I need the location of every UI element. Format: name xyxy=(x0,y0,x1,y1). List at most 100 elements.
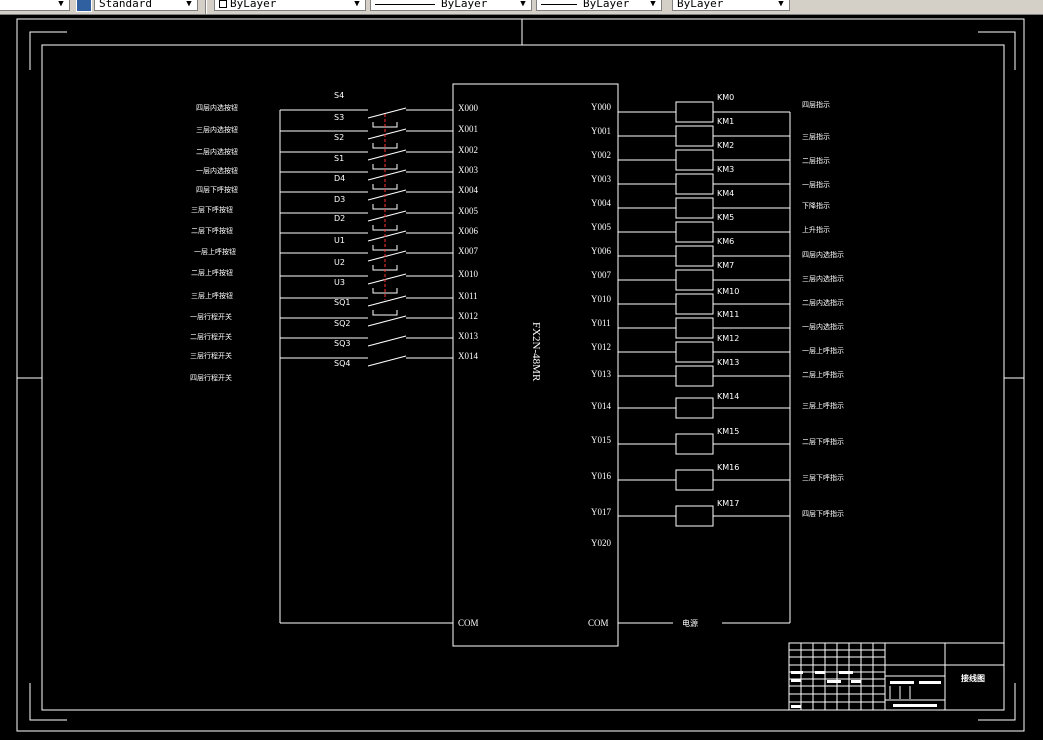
relay-label: KM0 xyxy=(717,93,734,102)
properties-toolbar: ▼ Standard ▼ ByLayer ▼ ByLayer ▼ ByLayer… xyxy=(0,0,1043,15)
plc-output-terminal: Y003 xyxy=(591,174,611,184)
relay-coil xyxy=(675,149,714,171)
output-description: 四层内选指示 xyxy=(802,250,844,259)
output-description: 二层上呼指示 xyxy=(802,370,844,379)
relay-coil xyxy=(675,245,714,267)
relay-label: KM2 xyxy=(717,141,734,150)
output-description: 二层指示 xyxy=(802,156,830,165)
plc-output-terminal: Y004 xyxy=(591,198,611,208)
switch-label: S1 xyxy=(334,154,344,163)
relay-label: KM1 xyxy=(717,117,734,126)
chevron-down-icon[interactable]: ▼ xyxy=(778,0,784,9)
pushbutton-actuator xyxy=(372,288,398,294)
relay-label: KM6 xyxy=(717,237,734,246)
chevron-down-icon[interactable]: ▼ xyxy=(58,0,64,9)
title-block-mark xyxy=(815,671,825,674)
title-block-mark xyxy=(839,671,853,674)
output-description: 下降指示 xyxy=(802,201,830,210)
plc-input-terminal: X000 xyxy=(458,103,478,113)
lineweight-sample xyxy=(541,3,577,5)
plc-model-label: FX2N-48MR xyxy=(530,322,542,382)
relay-label: KM4 xyxy=(717,189,734,198)
pushbutton-actuator xyxy=(372,143,398,149)
relay-coil xyxy=(675,469,714,491)
title-block-grid xyxy=(789,643,945,710)
chevron-down-icon[interactable]: ▼ xyxy=(354,0,360,9)
plc-output-terminal: Y005 xyxy=(591,222,611,232)
relay-label: KM7 xyxy=(717,261,734,270)
linetype-sample xyxy=(375,3,435,5)
layer-combo[interactable]: ByLayer ▼ xyxy=(214,0,366,11)
plc-output-terminal: Y010 xyxy=(591,294,611,304)
lineweight-combo[interactable]: ByLayer ▼ xyxy=(536,0,662,11)
text-style-combo[interactable]: ▼ xyxy=(0,0,70,11)
plc-com-right: COM xyxy=(588,618,609,628)
relay-coil xyxy=(675,269,714,291)
input-description: 二层内选按钮 xyxy=(196,147,238,156)
switch-contact xyxy=(367,273,407,285)
title-block-mark xyxy=(919,681,941,684)
input-description: 四层下呼按钮 xyxy=(196,185,238,194)
plotstyle-combo[interactable]: ByLayer ▼ xyxy=(672,0,790,11)
output-description: 三层下呼指示 xyxy=(802,473,844,482)
switch-label: SQ4 xyxy=(334,359,350,368)
relay-coil xyxy=(675,173,714,195)
switch-contact xyxy=(367,107,407,119)
output-description: 二层内选指示 xyxy=(802,298,844,307)
dim-style-combo[interactable]: Standard ▼ xyxy=(94,0,198,11)
layer-value: ByLayer xyxy=(230,0,277,10)
title-block-mark xyxy=(791,705,801,708)
input-description: 一层上呼按钮 xyxy=(194,247,236,256)
chevron-down-icon[interactable]: ▼ xyxy=(520,0,526,9)
relay-coil xyxy=(675,317,714,339)
plc-input-terminal: X010 xyxy=(458,269,478,279)
plc-output-terminal: Y016 xyxy=(591,471,611,481)
output-description: 一层上呼指示 xyxy=(802,346,844,355)
title-block-mark xyxy=(827,680,841,683)
pushbutton-actuator xyxy=(372,310,398,316)
plc-output-terminal: Y012 xyxy=(591,342,611,352)
switch-label: U1 xyxy=(334,236,345,245)
switch-contact xyxy=(367,189,407,201)
relay-label: KM15 xyxy=(717,427,739,436)
plc-output-terminal: Y013 xyxy=(591,369,611,379)
switch-contact xyxy=(367,355,407,367)
plc-input-terminal: X011 xyxy=(458,291,478,301)
text-style-icon[interactable] xyxy=(76,0,92,12)
power-label: 电源 xyxy=(682,618,698,628)
plc-output-terminal: Y006 xyxy=(591,246,611,256)
output-description: 三层内选指示 xyxy=(802,274,844,283)
input-description: 二层上呼按钮 xyxy=(191,268,233,277)
output-circuit: Y000Y001Y002Y003Y004Y005Y006Y007Y010Y011… xyxy=(591,93,844,623)
chevron-down-icon[interactable]: ▼ xyxy=(186,0,192,9)
input-description: 四层内选按钮 xyxy=(196,103,238,112)
plc-input-terminal: X014 xyxy=(458,351,478,361)
plc-input-terminal: X004 xyxy=(458,185,478,195)
switch-label: D2 xyxy=(334,214,345,223)
dim-style-value: Standard xyxy=(99,0,152,10)
plc-input-terminal: X005 xyxy=(458,206,478,216)
relay-coil xyxy=(675,293,714,315)
chevron-down-icon[interactable]: ▼ xyxy=(650,0,656,9)
plc-output-terminal: Y015 xyxy=(591,435,611,445)
switch-contact xyxy=(367,230,407,242)
output-description: 三层上呼指示 xyxy=(802,401,844,410)
switch-contact xyxy=(367,210,407,222)
relay-label: KM5 xyxy=(717,213,734,222)
input-description: 四层行程开关 xyxy=(190,373,232,382)
switch-label: S2 xyxy=(334,133,344,142)
output-description: 四层指示 xyxy=(802,100,830,109)
status-bar xyxy=(0,732,1043,740)
plc-input-terminal: X013 xyxy=(458,331,478,341)
plc-input-terminal: X012 xyxy=(458,311,478,321)
color-square-icon xyxy=(219,0,227,8)
relay-coil xyxy=(675,221,714,243)
plc-input-terminal: X006 xyxy=(458,226,478,236)
switch-label: D4 xyxy=(334,174,345,183)
linetype-combo[interactable]: ByLayer ▼ xyxy=(370,0,532,11)
relay-coil xyxy=(675,101,714,123)
title-block-mark xyxy=(791,679,801,682)
input-description: 二层行程开关 xyxy=(190,332,232,341)
relay-coil xyxy=(675,433,714,455)
